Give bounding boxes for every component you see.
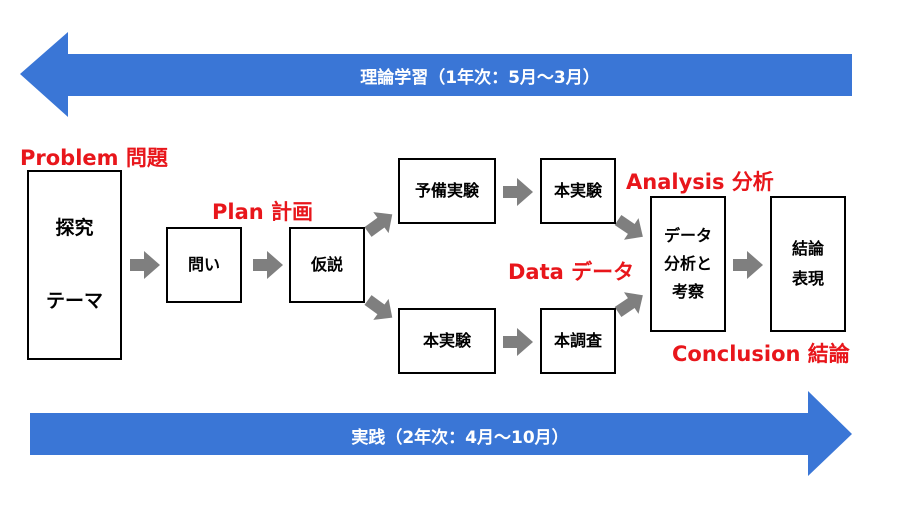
box-main-exp-top-text: 本実験 (553, 181, 602, 201)
box-theme: 探究 テーマ (27, 170, 122, 360)
box-prelim-text: 予備実験 (414, 181, 479, 201)
box-main-survey-text: 本調査 (553, 331, 602, 351)
top-band-arrow (20, 32, 852, 117)
label-data: Data データ (508, 260, 635, 284)
arrow-mainexp-to-analysis (614, 215, 643, 240)
box-hypothesis: 仮説 (289, 227, 365, 303)
box-conclusion-line2: 表現 (791, 269, 824, 288)
box-main-survey: 本調査 (540, 308, 616, 374)
box-conclusion-line1: 結論 (791, 238, 824, 258)
arrow-hypothesis-to-mainexp (364, 295, 393, 320)
arrow-theme-to-question (130, 251, 160, 279)
label-problem: Problem 問題 (20, 146, 168, 170)
box-theme-line1: 探究 (55, 217, 94, 240)
box-main-exp-bottom-text: 本実験 (422, 331, 471, 351)
box-main-exp-top: 本実験 (540, 158, 616, 224)
arrow-hypothesis-to-prelim (364, 212, 393, 237)
arrow-conclusion-input (733, 251, 763, 279)
box-main-exp-bottom: 本実験 (398, 308, 496, 374)
box-analysis-line1: データ (663, 226, 712, 245)
box-question: 問い (166, 227, 242, 303)
box-analysis-line2: 分析と (663, 254, 712, 273)
label-conclusion: Conclusion 結論 (672, 342, 850, 366)
box-prelim: 予備実験 (398, 158, 496, 224)
box-theme-line2: テーマ (45, 290, 103, 313)
top-band-text: 理論学習（1年次：5月～3月） (360, 68, 600, 88)
bottom-band-text: 実践（2年次：4月～10月） (351, 428, 569, 448)
box-analysis: データ 分析と 考察 (650, 196, 726, 332)
arrow-mainexp-to-survey (503, 328, 533, 356)
box-question-text: 問い (187, 255, 220, 275)
box-hypothesis-text: 仮説 (310, 255, 343, 275)
arrow-prelim-to-mainexp (503, 178, 533, 206)
box-conclusion: 結論 表現 (770, 196, 846, 332)
box-analysis-line3: 考察 (671, 282, 704, 301)
arrow-survey-to-analysis (614, 292, 643, 317)
label-plan: Plan 計画 (212, 200, 314, 224)
bottom-band-arrow (30, 391, 852, 476)
label-analysis: Analysis 分析 (626, 170, 774, 194)
arrow-question-to-hypothesis (253, 251, 283, 279)
